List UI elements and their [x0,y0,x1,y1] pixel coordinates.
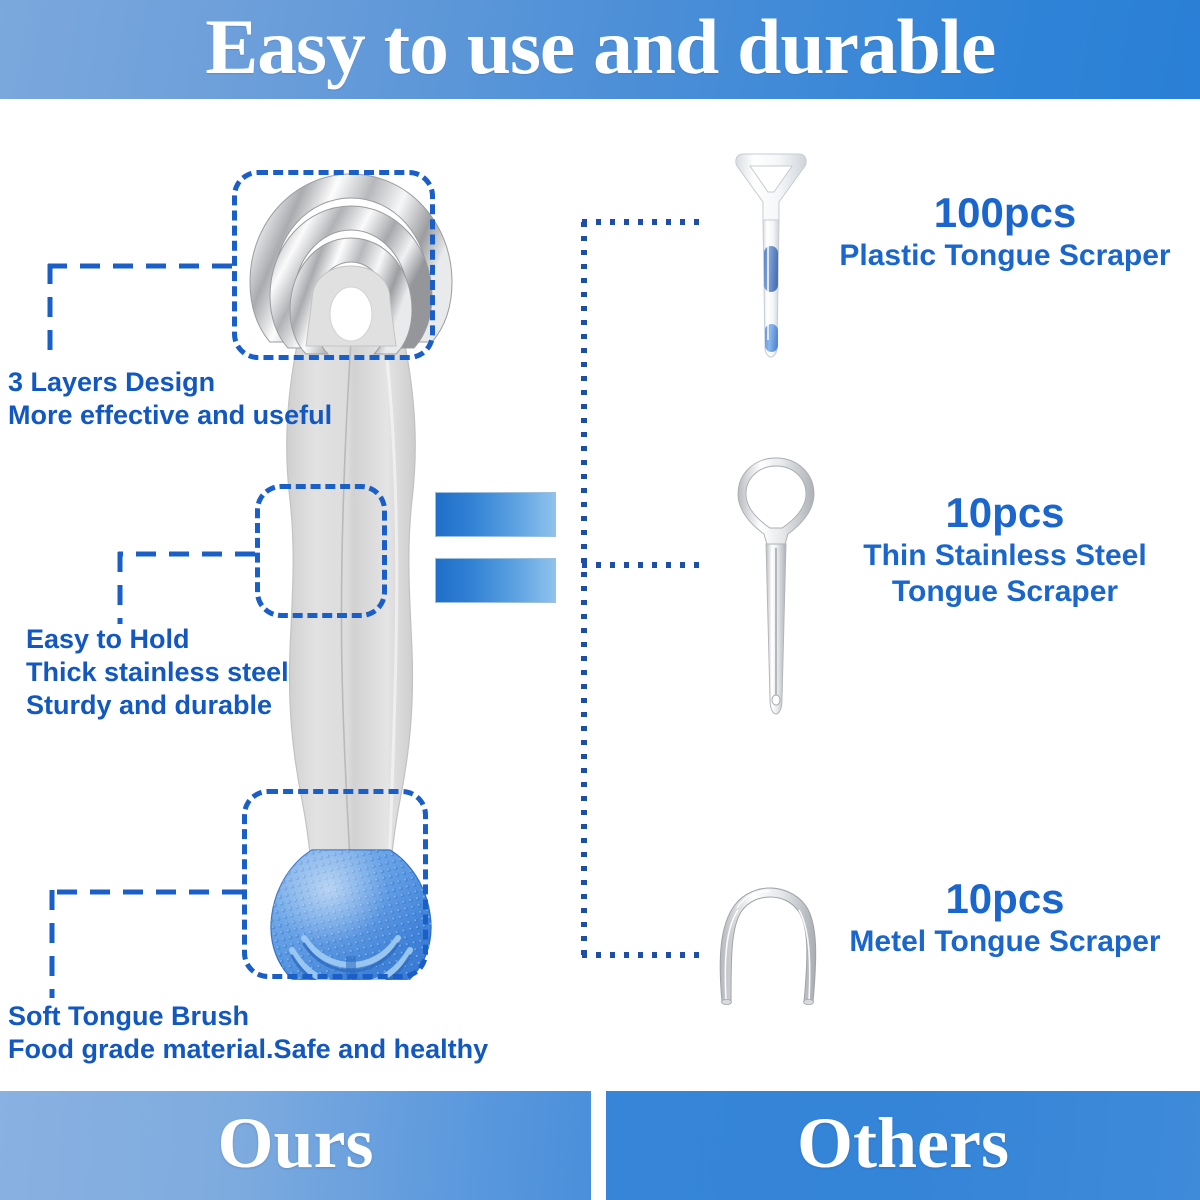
description-plastic-line-1: Plastic Tongue Scraper [839,238,1171,272]
ours-label: Ours [217,1102,374,1183]
metel-tongue-scraper-illustration [700,884,830,1006]
feature-text-soft-tongue-brush: Soft Tongue Brush Food grade material.Sa… [8,1000,488,1066]
comparison-text-metel: 10pcs Metel Tongue Scraper [820,874,1190,960]
plastic-tongue-scraper-illustration [716,142,826,367]
equals-bar-bottom [435,558,556,603]
feature-soft-brush-line-2: Food grade material.Safe and healthy [8,1033,489,1064]
comparison-text-plastic: 100pcs Plastic Tongue Scraper [820,188,1190,274]
feature-soft-brush-line-1: Soft Tongue Brush [8,1001,249,1031]
feature-three-layers-line-1: 3 Layers Design [8,367,216,397]
description-metel-line-1: Metel Tongue Scraper [849,924,1161,958]
bottom-bar-others: Others [606,1091,1200,1200]
quantity-thin-steel: 10pcs [945,489,1065,536]
header-banner: Easy to use and durable [0,0,1200,99]
callout-box-three-layers [232,170,435,360]
others-label: Others [797,1102,1009,1183]
comparison-text-thin-steel: 10pcs Thin Stainless Steel Tongue Scrape… [820,488,1190,610]
thin-stainless-steel-scraper-illustration [730,452,822,722]
quantity-metel: 10pcs [945,875,1065,922]
description-thin-steel-line-2: Tongue Scraper [891,574,1119,608]
equals-bar-top [435,492,556,537]
callout-box-soft-tongue-brush [242,789,428,979]
feature-easy-to-hold-line-1: Easy to Hold [26,624,190,654]
feature-three-layers-line-2: More effective and useful [8,399,333,430]
equals-symbol [435,492,560,603]
feature-easy-to-hold-line-3: Sturdy and durable [26,689,273,720]
quantity-plastic: 100pcs [933,189,1077,236]
feature-text-easy-to-hold: Easy to Hold Thick stainless steel Sturd… [26,623,289,722]
description-thin-steel-line-1: Thin Stainless Steel [863,538,1147,572]
bottom-bar-ours: Ours [0,1091,591,1200]
feature-text-three-layers: 3 Layers Design More effective and usefu… [8,366,332,432]
callout-box-easy-to-hold [255,484,387,618]
page-title: Easy to use and durable [204,2,996,90]
feature-easy-to-hold-line-2: Thick stainless steel [26,656,289,687]
ours-product-illustration [200,150,490,1001]
